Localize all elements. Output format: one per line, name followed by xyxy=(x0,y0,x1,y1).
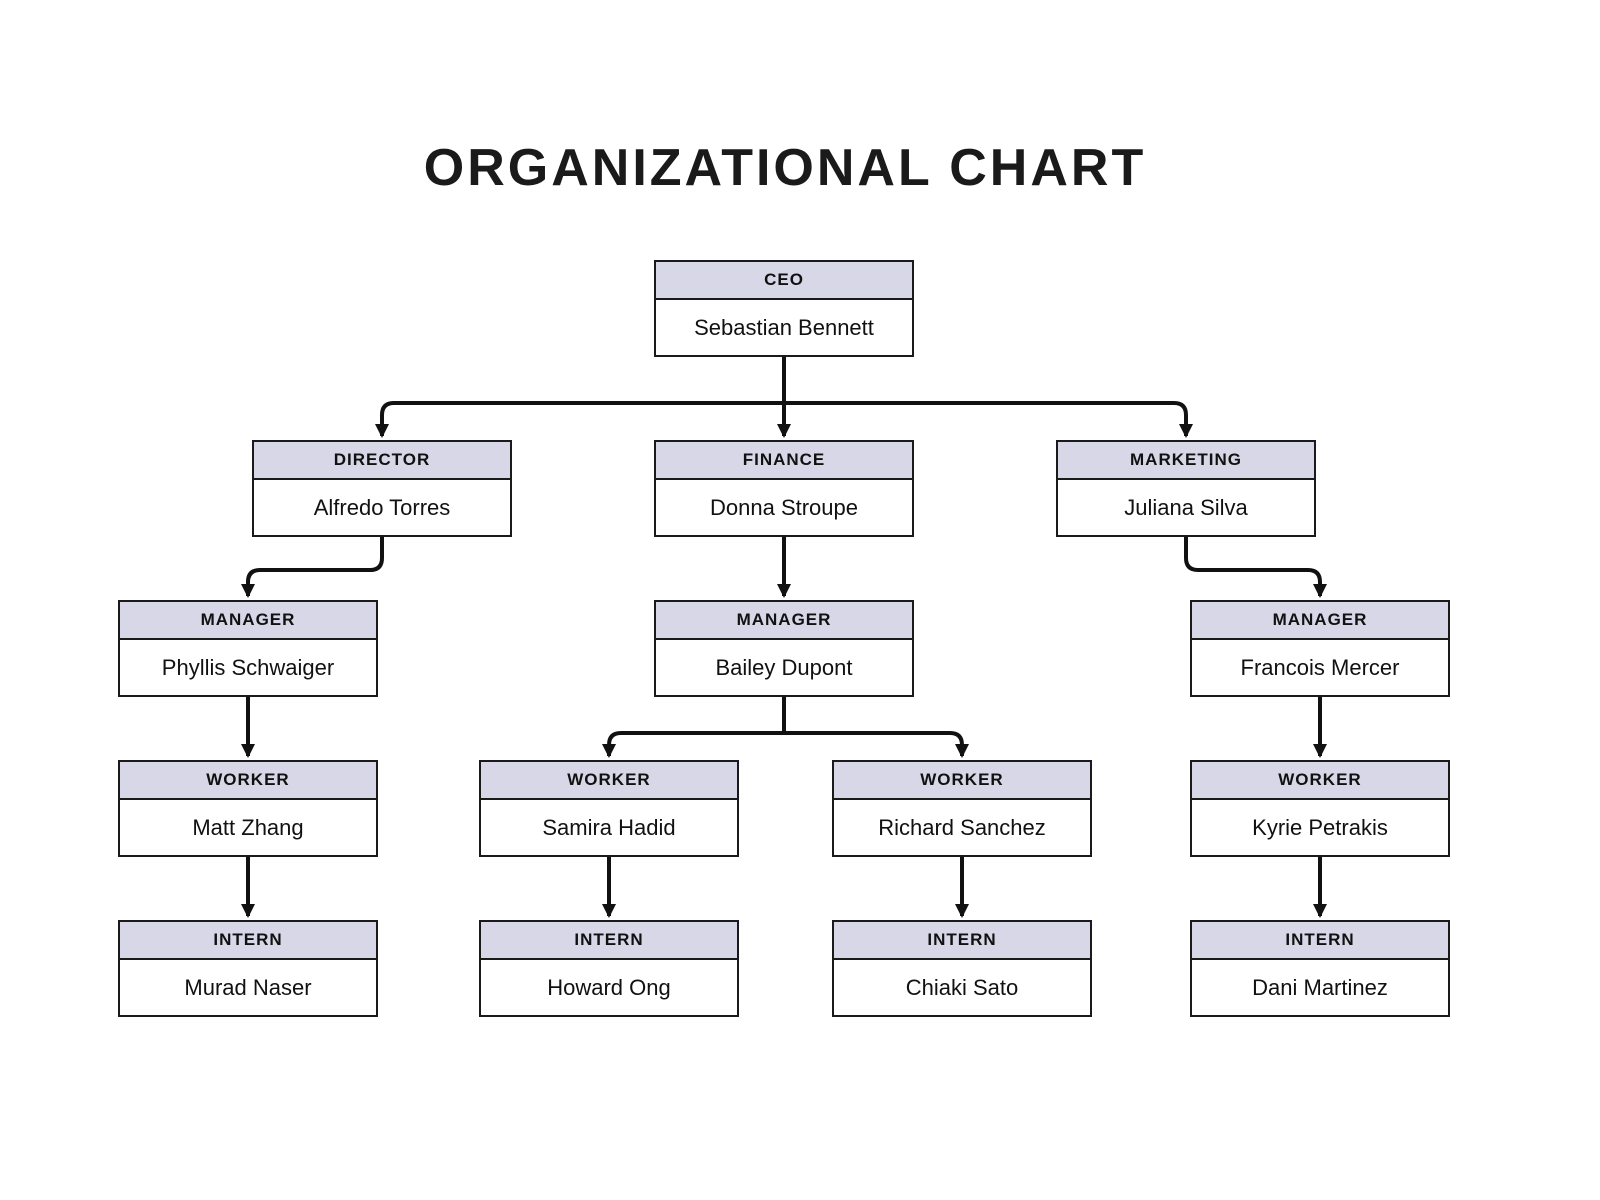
org-node-worker-director: WORKER Matt Zhang xyxy=(118,760,378,857)
person-name: Howard Ong xyxy=(481,960,737,1015)
org-node-worker-finance-2: WORKER Richard Sanchez xyxy=(832,760,1092,857)
role-header: MARKETING xyxy=(1058,442,1314,480)
edge-director-manager xyxy=(241,537,384,598)
role-header: MANAGER xyxy=(656,602,912,640)
org-node-finance: FINANCE Donna Stroupe xyxy=(654,440,914,537)
org-node-manager-director: MANAGER Phyllis Schwaiger xyxy=(118,600,378,697)
org-node-manager-finance: MANAGER Bailey Dupont xyxy=(654,600,914,697)
person-name: Samira Hadid xyxy=(481,800,737,855)
role-header: INTERN xyxy=(1192,922,1448,960)
org-node-intern-finance-1: INTERN Howard Ong xyxy=(479,920,739,1017)
person-name: Chiaki Sato xyxy=(834,960,1090,1015)
person-name: Matt Zhang xyxy=(120,800,376,855)
person-name: Donna Stroupe xyxy=(656,480,912,535)
org-node-marketing: MARKETING Juliana Silva xyxy=(1056,440,1316,537)
org-node-intern-finance-2: INTERN Chiaki Sato xyxy=(832,920,1092,1017)
edge-ceo-director xyxy=(375,401,784,438)
edge-ceo-marketing xyxy=(784,401,1193,438)
org-node-ceo: CEO Sebastian Bennett xyxy=(654,260,914,357)
role-header: CEO xyxy=(656,262,912,300)
role-header: WORKER xyxy=(481,762,737,800)
org-node-director: DIRECTOR Alfredo Torres xyxy=(252,440,512,537)
person-name: Dani Martinez xyxy=(1192,960,1448,1015)
org-node-worker-marketing: WORKER Kyrie Petrakis xyxy=(1190,760,1450,857)
person-name: Phyllis Schwaiger xyxy=(120,640,376,695)
role-header: WORKER xyxy=(120,762,376,800)
edge-marketing-manager xyxy=(1184,537,1327,598)
org-node-intern-director: INTERN Murad Naser xyxy=(118,920,378,1017)
role-header: FINANCE xyxy=(656,442,912,480)
role-header: MANAGER xyxy=(120,602,376,640)
person-name: Kyrie Petrakis xyxy=(1192,800,1448,855)
page-title: ORGANIZATIONAL CHART xyxy=(423,139,1147,197)
org-node-intern-marketing: INTERN Dani Martinez xyxy=(1190,920,1450,1017)
role-header: MANAGER xyxy=(1192,602,1448,640)
person-name: Juliana Silva xyxy=(1058,480,1314,535)
org-node-manager-marketing: MANAGER Francois Mercer xyxy=(1190,600,1450,697)
role-header: INTERN xyxy=(481,922,737,960)
person-name: Sebastian Bennett xyxy=(656,300,912,355)
edge-manager-worker-finance-1 xyxy=(602,731,784,758)
role-header: DIRECTOR xyxy=(254,442,510,480)
person-name: Murad Naser xyxy=(120,960,376,1015)
edge-manager-worker-finance-2 xyxy=(784,731,969,758)
person-name: Francois Mercer xyxy=(1192,640,1448,695)
role-header: INTERN xyxy=(834,922,1090,960)
org-node-worker-finance-1: WORKER Samira Hadid xyxy=(479,760,739,857)
person-name: Richard Sanchez xyxy=(834,800,1090,855)
person-name: Alfredo Torres xyxy=(254,480,510,535)
person-name: Bailey Dupont xyxy=(656,640,912,695)
role-header: WORKER xyxy=(834,762,1090,800)
role-header: WORKER xyxy=(1192,762,1448,800)
role-header: INTERN xyxy=(120,922,376,960)
